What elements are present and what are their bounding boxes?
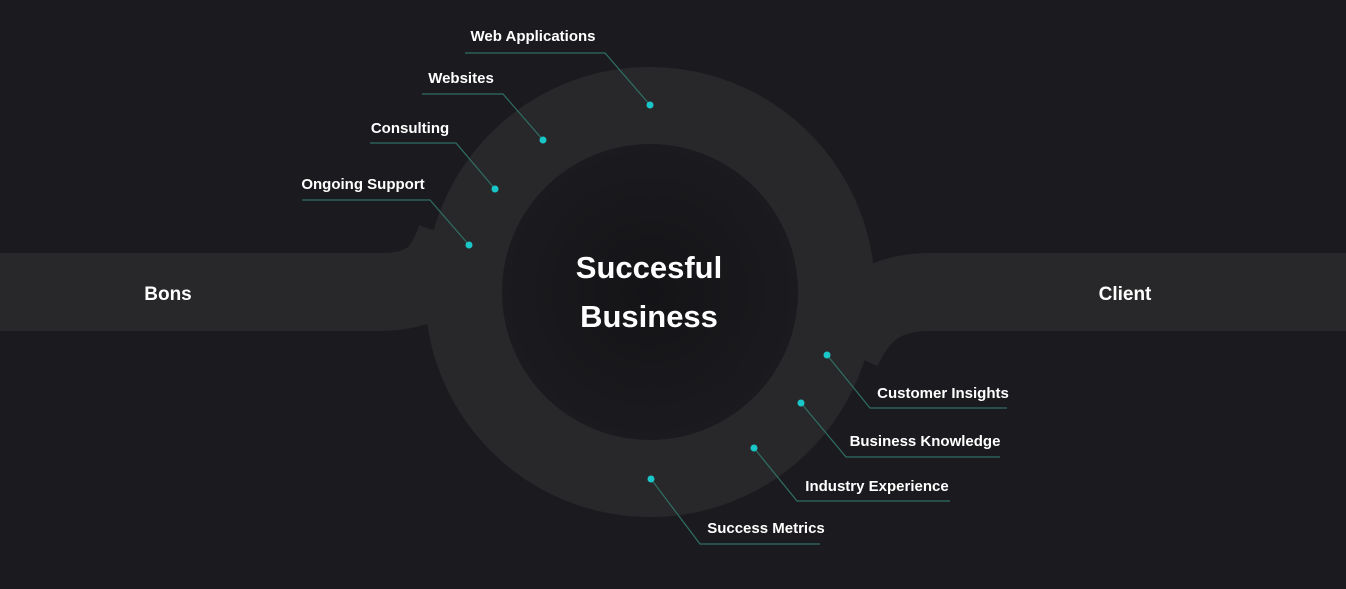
label-industry-experience: Industry Experience: [805, 478, 948, 495]
label-success-metrics: Success Metrics: [707, 520, 825, 537]
marker-dot: [797, 399, 805, 407]
leader-line: [826, 354, 1007, 409]
callout-ongoing-support: Ongoing Support: [301, 176, 473, 249]
callout-success-metrics: Success Metrics: [647, 475, 825, 545]
callout-customer-insights: Customer Insights: [823, 351, 1009, 409]
left-endpoint-label: Bons: [144, 284, 192, 305]
callout-web-applications: Web Applications: [465, 28, 654, 109]
marker-dot: [539, 136, 547, 144]
callout-consulting: Consulting: [370, 120, 499, 193]
right-endpoint-label: Client: [1099, 284, 1152, 305]
label-business-knowledge: Business Knowledge: [850, 433, 1001, 450]
label-ongoing-support: Ongoing Support: [301, 176, 424, 193]
marker-dot: [465, 241, 473, 249]
callout-websites: Websites: [422, 70, 547, 144]
label-websites: Websites: [428, 70, 494, 87]
center-title-line2: Business: [580, 299, 718, 334]
marker-dot: [647, 475, 655, 483]
leader-line: [302, 199, 470, 246]
callout-business-knowledge: Business Knowledge: [797, 399, 1001, 458]
label-customer-insights: Customer Insights: [877, 385, 1009, 402]
callout-industry-experience: Industry Experience: [750, 444, 950, 502]
right-ribbon: [806, 253, 1346, 368]
leader-line: [650, 478, 820, 545]
marker-dot: [646, 101, 654, 109]
marker-dot: [750, 444, 758, 452]
ring-hole: [502, 144, 798, 440]
marker-dot: [823, 351, 831, 359]
leader-line: [370, 142, 496, 190]
marker-dot: [491, 185, 499, 193]
leader-line: [465, 52, 651, 106]
left-ribbon: [0, 224, 493, 331]
label-web-applications: Web Applications: [470, 28, 595, 45]
label-consulting: Consulting: [371, 120, 449, 137]
leader-line: [422, 93, 544, 141]
center-title-line1: Succesful: [576, 250, 722, 285]
leader-line: [753, 447, 950, 502]
leader-line: [800, 402, 1000, 458]
